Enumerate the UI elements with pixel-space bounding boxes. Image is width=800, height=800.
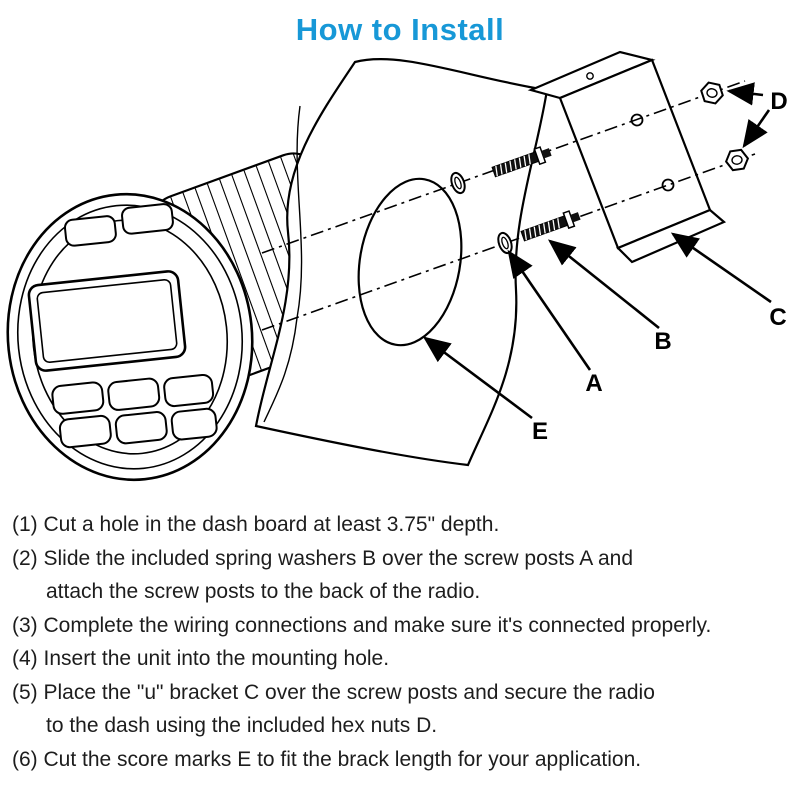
radio-display bbox=[27, 270, 187, 372]
instruction-step-4: (4) Insert the unit into the mounting ho… bbox=[12, 647, 390, 670]
radio-face bbox=[6, 192, 254, 482]
instruction-step-2: (2) Slide the included spring washers B … bbox=[12, 546, 633, 604]
spring-washer-b-upper bbox=[450, 171, 466, 195]
instruction-step-1: (1) Cut a hole in the dash board at leas… bbox=[12, 513, 500, 536]
dash-panel bbox=[254, 58, 549, 467]
screw-post-a-lower bbox=[520, 210, 581, 242]
instruction-step-3: (3) Complete the wiring connections and … bbox=[12, 613, 712, 637]
mounting-hole bbox=[357, 177, 463, 347]
spring-washer-b-lower bbox=[497, 231, 513, 255]
diagram-area: A B C D E bbox=[0, 50, 800, 502]
screw-post-a-upper bbox=[491, 146, 552, 178]
instruction-step-6: (6) Cut the score marks E to fit the bra… bbox=[12, 747, 642, 771]
radio-buttons bbox=[51, 203, 218, 449]
score-marks bbox=[263, 105, 303, 423]
label-b-arrow bbox=[547, 239, 660, 330]
page-title: How to Install bbox=[295, 12, 505, 47]
label-e-arrow bbox=[422, 336, 533, 420]
label-c-arrow bbox=[670, 232, 772, 304]
label-e: E bbox=[532, 418, 548, 445]
label-d-arrow-1 bbox=[726, 82, 764, 106]
u-bracket-c bbox=[527, 50, 727, 264]
hex-nut-d-lower bbox=[724, 148, 750, 172]
label-c: C bbox=[769, 304, 786, 331]
label-a: A bbox=[585, 370, 602, 397]
pointer-arrows bbox=[422, 82, 772, 420]
hex-nut-d-upper bbox=[700, 81, 724, 105]
label-b: B bbox=[654, 328, 671, 355]
label-d-arrow-2 bbox=[742, 109, 771, 149]
center-line-upper bbox=[261, 80, 746, 254]
label-a-arrow bbox=[507, 249, 592, 371]
instruction-list: (1) Cut a hole in the dash board at leas… bbox=[0, 502, 800, 776]
label-d: D bbox=[770, 88, 787, 115]
instruction-step-5: (5) Place the "u" bracket C over the scr… bbox=[12, 680, 655, 738]
exploded-view-diagram: A B C D E bbox=[6, 50, 788, 482]
